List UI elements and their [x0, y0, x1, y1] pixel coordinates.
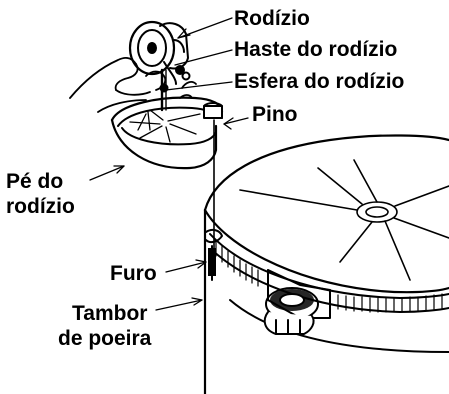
drum-rib-hatching — [215, 239, 443, 313]
caster-foot — [110, 96, 224, 170]
label-dust-drum-line1: Tambor — [72, 302, 148, 325]
label-caster: Rodízio — [234, 7, 310, 30]
label-pin: Pino — [252, 103, 298, 126]
drum-top-ribs — [239, 159, 449, 281]
foot-inner-ribs — [129, 109, 201, 143]
label-caster-foot-line2: rodízio — [6, 195, 75, 218]
drum-hole — [205, 228, 223, 281]
label-hole: Furo — [110, 262, 157, 285]
leader-lines — [89, 17, 249, 311]
label-caster-stem: Haste do rodízio — [234, 38, 398, 61]
label-caster-ball: Esfera do rodízio — [234, 70, 405, 93]
caster-ball — [159, 83, 169, 93]
label-caster-foot-line1: Pé do — [6, 170, 64, 193]
dust-drum — [203, 134, 449, 394]
label-dust-drum-line2: de poeira — [58, 327, 152, 350]
caster-wheel — [128, 20, 191, 85]
pin — [205, 117, 223, 261]
drum-knob — [263, 287, 319, 335]
